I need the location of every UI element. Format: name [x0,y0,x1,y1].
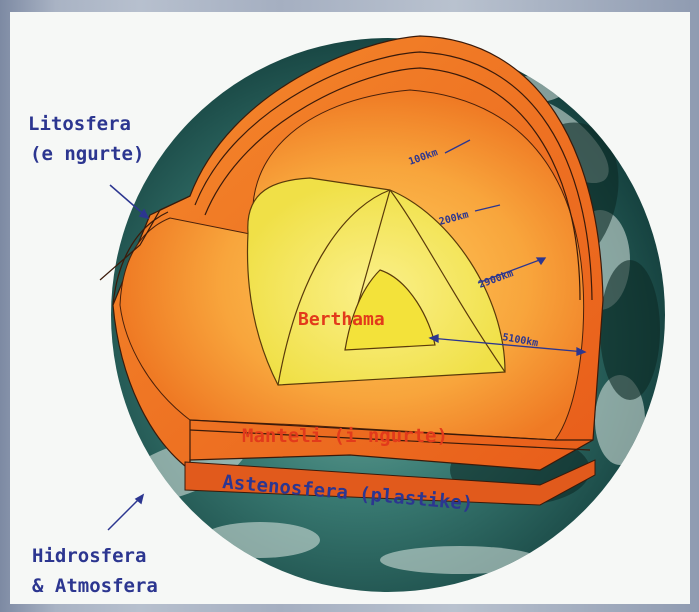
mantle-label: Manteli (i ngurte) [242,425,448,447]
atmosphere-label: & Atmosfera [32,575,158,597]
lithosphere-sublabel: (e ngurte) [30,143,144,165]
hydrosphere-label: Hidrosfera [32,545,146,567]
core-label: Berthama [298,309,385,330]
lithosphere-label: Litosfera [28,113,131,135]
